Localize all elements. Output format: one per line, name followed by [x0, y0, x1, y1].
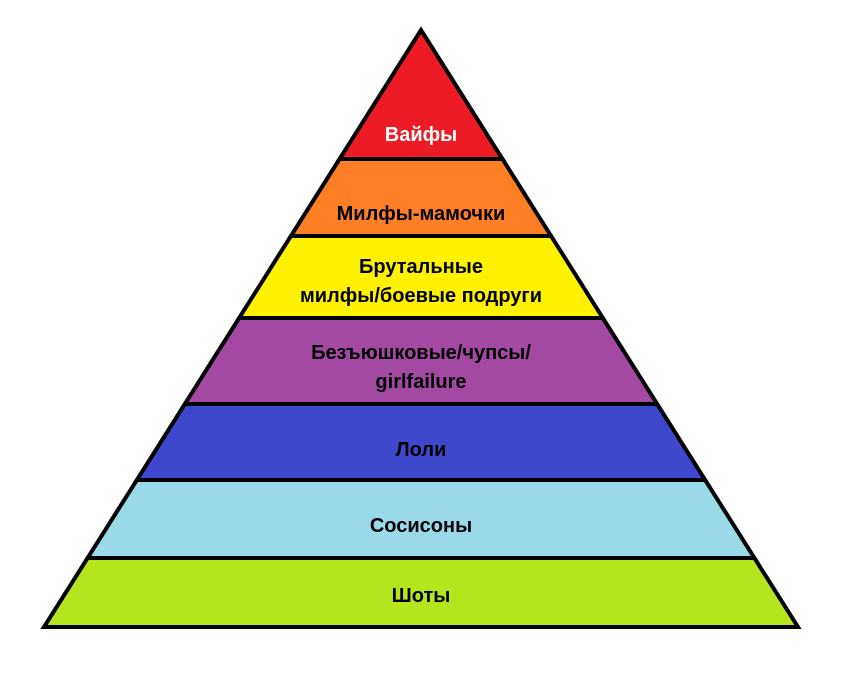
- tier-label: милфы/боевые подруги: [300, 285, 542, 307]
- tier-label: Вайфы: [385, 124, 457, 146]
- tier-label: Брутальные: [359, 256, 483, 278]
- tier-label: Шоты: [392, 585, 451, 607]
- tier-label: Милфы-мамочки: [337, 203, 506, 225]
- tier-label: Лоли: [396, 439, 447, 461]
- pyramid-tier-7: [40, 556, 802, 629]
- tier-label: girlfailure: [375, 371, 466, 393]
- tier-label: Сосисоны: [370, 515, 472, 537]
- tier-label: Безъюшковые/чупсы/: [311, 342, 531, 364]
